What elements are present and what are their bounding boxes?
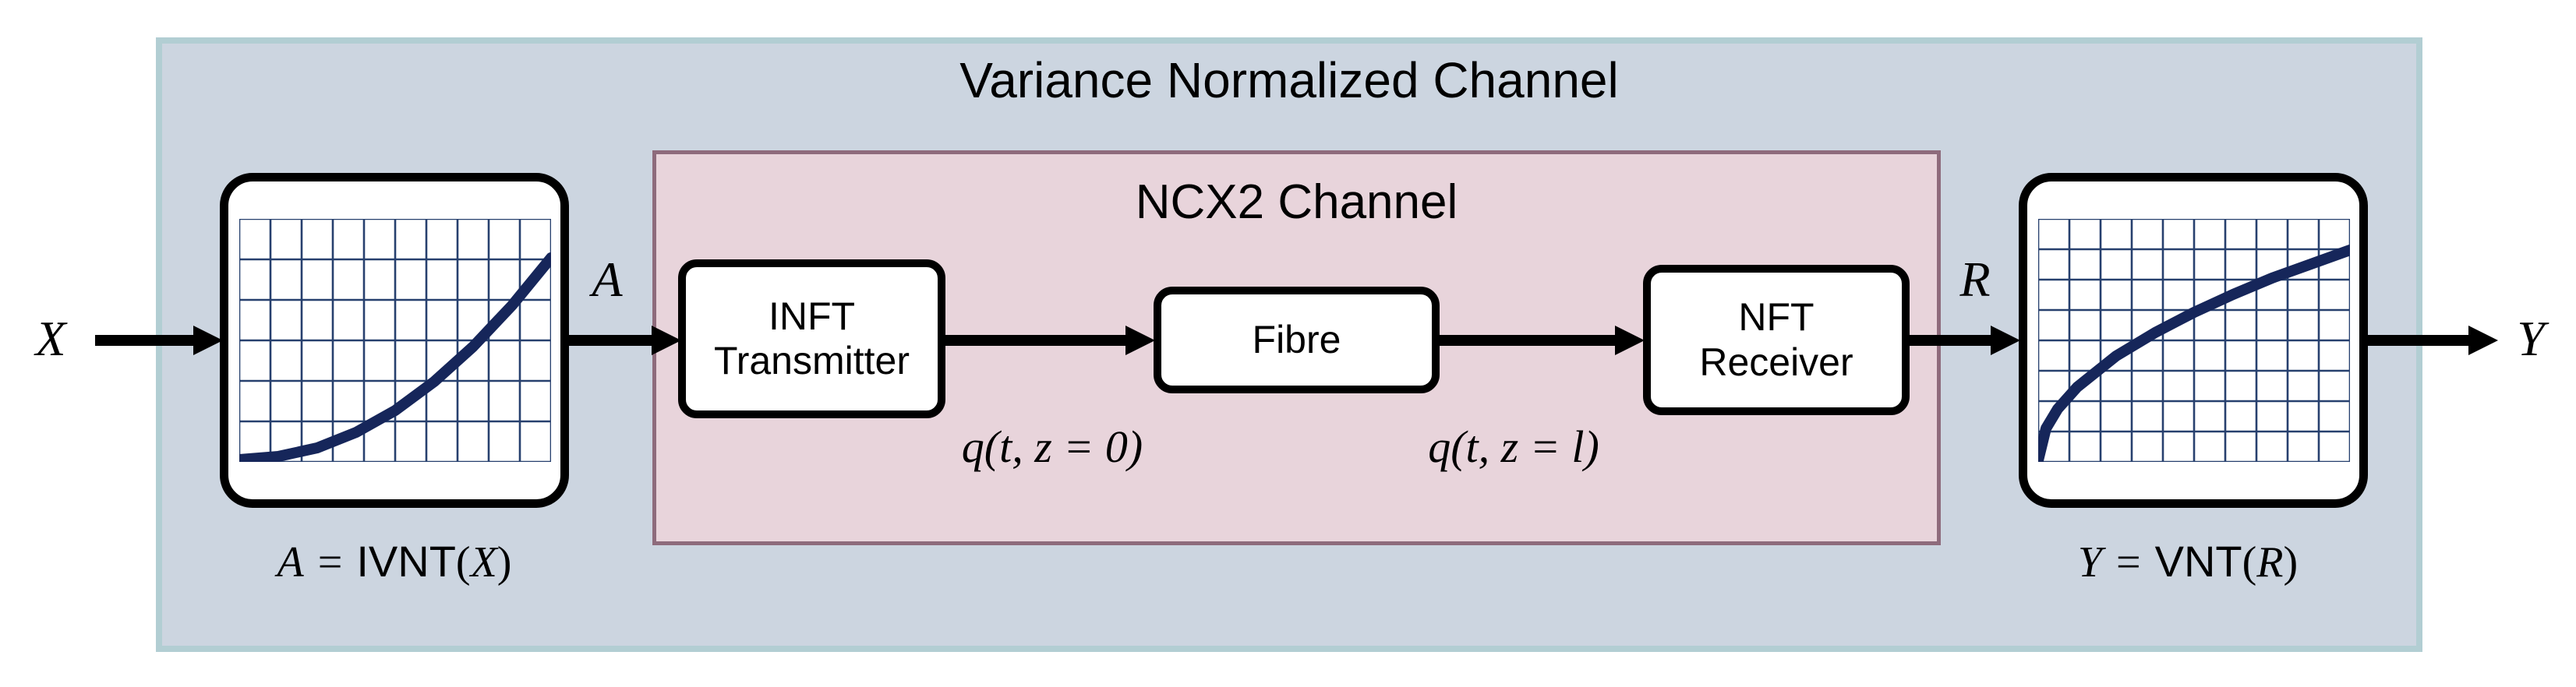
eq-function: VNT xyxy=(2154,537,2242,586)
eq-arg: X xyxy=(470,538,497,587)
ivnt-transfer-curve-plot xyxy=(239,219,551,462)
nft-label-line1: NFT xyxy=(1738,295,1815,339)
vnt-equation: Y = VNT(R) xyxy=(2013,536,2362,587)
eq-function: IVNT xyxy=(356,537,456,586)
ivnt-equation: A = IVNT(X) xyxy=(220,536,569,587)
ncx2-channel-title: NCX2 Channel xyxy=(1135,175,1458,229)
eq-close-paren: ) xyxy=(496,538,512,587)
inft-label-line1: INFT xyxy=(768,294,856,338)
block-fibre: Fibre xyxy=(1154,287,1440,393)
signal-label-r: R xyxy=(1959,252,1991,307)
block-inft-transmitter: INFT Transmitter xyxy=(678,259,945,418)
signal-label-x: X xyxy=(35,311,66,366)
vnt-plot-box xyxy=(2019,173,2368,508)
concave-curve xyxy=(2038,245,2350,462)
eq-open-paren: ( xyxy=(2242,538,2257,587)
fibre-input-annotation: q(t, z = 0) xyxy=(961,421,1143,472)
fibre-output-annotation: q(t, z = l) xyxy=(1428,421,1599,472)
ivnt-plot-box xyxy=(220,173,569,508)
convex-curve xyxy=(239,252,551,462)
eq-open-paren: ( xyxy=(455,538,471,587)
signal-label-y: Y xyxy=(2517,311,2545,366)
plot-grid xyxy=(239,219,551,462)
eq-equals: = xyxy=(2116,538,2141,587)
fibre-label: Fibre xyxy=(1252,317,1341,361)
diagram-title: Variance Normalized Channel xyxy=(959,52,1619,108)
eq-arg: R xyxy=(2256,538,2284,587)
block-nft-receiver: NFT Receiver xyxy=(1643,265,1910,415)
inft-label-line2: Transmitter xyxy=(714,339,910,382)
plot-grid xyxy=(2038,219,2350,462)
eq-lhs: A xyxy=(277,538,304,587)
nft-label-line2: Receiver xyxy=(1699,340,1853,384)
vnt-transfer-curve-plot xyxy=(2038,219,2350,462)
eq-equals: = xyxy=(317,538,343,587)
signal-label-a: A xyxy=(592,252,623,307)
eq-close-paren: ) xyxy=(2283,538,2299,587)
eq-lhs: Y xyxy=(2077,538,2103,587)
